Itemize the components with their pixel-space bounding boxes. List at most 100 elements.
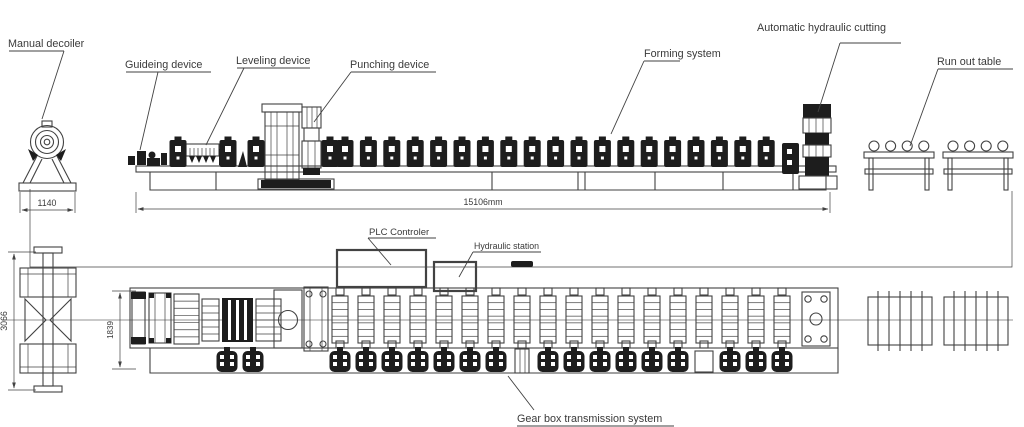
forming-station-plan (381, 287, 403, 372)
label-auto-cutting: Automatic hydraulic cutting (757, 22, 886, 34)
dimension-decoiler-length: 3066 (0, 251, 36, 391)
runout-roller (947, 140, 959, 152)
gearbox (537, 351, 559, 372)
gearbox (771, 351, 793, 372)
roller-ladder (565, 295, 583, 344)
leveling-device-plan (131, 291, 282, 345)
roller-ladder (383, 295, 401, 344)
label-manual-decoiler: Manual decoiler (8, 38, 85, 50)
roller-stand (593, 140, 611, 167)
gearbox (381, 351, 403, 372)
dim-decoiler-length: 3066 (0, 311, 9, 331)
roller-stand (476, 140, 494, 167)
cutting-device-side (782, 104, 838, 190)
roller-ladder (643, 295, 661, 344)
roller-ladder (513, 295, 531, 344)
gearbox (719, 351, 741, 372)
forming-stations-plan (329, 287, 793, 374)
roller-stand (640, 140, 658, 167)
leveler-gearboxes (216, 347, 264, 372)
forming-station-plan (563, 287, 585, 372)
runout-tables-plan (867, 291, 1009, 351)
machine-body-plan (129, 287, 839, 374)
roller-ladder (173, 293, 200, 345)
callout-punching-device: Punching device (313, 59, 436, 123)
roller-stand (430, 140, 448, 167)
punching-device-side (257, 103, 335, 190)
forming-station-plan (694, 287, 714, 373)
guiding-device-side (128, 151, 167, 166)
gearbox (615, 351, 637, 372)
dimension-line-length: 15106mm (135, 192, 831, 213)
forming-station-plan (407, 287, 429, 372)
hydraulic-station: Hydraulic station (432, 241, 541, 293)
roller-stand (547, 140, 565, 167)
gearbox (667, 351, 689, 372)
roller-stand (570, 140, 588, 167)
forming-station-plan (719, 287, 741, 372)
roller-stand (664, 140, 682, 167)
forming-station-plan (433, 287, 455, 372)
dim-machine-width: 1839 (106, 321, 115, 339)
runout-roller (918, 140, 930, 152)
plan-view: 3066 1839 (0, 246, 1013, 427)
forming-station-plan (667, 287, 689, 372)
roller-ladder (695, 295, 713, 344)
gearbox (563, 351, 585, 372)
decoiler-side-view (18, 120, 77, 192)
runout-table-side (942, 140, 1014, 191)
roller-ladder (331, 295, 349, 344)
forming-station-plan (589, 287, 611, 372)
forming-station-plan (329, 287, 351, 372)
roller-ladder (487, 295, 505, 344)
callout-leveling-device: Leveling device (205, 55, 310, 146)
roller-stand (247, 140, 265, 167)
roller-stand (321, 140, 339, 167)
roller-stand (500, 140, 518, 167)
forming-station-plan (513, 287, 531, 374)
label-hydraulic-station: Hydraulic station (474, 241, 539, 251)
dimension-decoiler-width: 1140 (19, 192, 76, 213)
roller-ladder (721, 295, 739, 344)
roller-stand (406, 140, 424, 167)
label-gearbox: Gear box transmission system (517, 413, 662, 425)
runout-roller (997, 140, 1009, 152)
callout-gearbox: Gear box transmission system (507, 375, 674, 427)
punching-device-plan (273, 286, 329, 352)
forming-system-stands (336, 136, 775, 167)
roller-stand (383, 140, 401, 167)
label-punching-device: Punching device (350, 59, 429, 71)
dim-decoiler-width: 1140 (38, 198, 57, 208)
runout-tables-side (863, 140, 1014, 191)
decoiler-plan-view (19, 246, 77, 393)
callout-run-out-table: Run out table (909, 56, 1013, 147)
runout-table-plan (943, 291, 1009, 351)
roller-ladder (669, 295, 687, 344)
roller-stand (169, 140, 187, 167)
gearbox (407, 351, 429, 372)
callout-manual-decoiler: Manual decoiler (8, 38, 85, 120)
side-elevation-view: 1140 (8, 22, 1014, 213)
forming-station-plan (745, 287, 767, 372)
forming-station-plan (537, 287, 559, 372)
roller-ladder (357, 295, 375, 344)
cutting-device-plan (801, 291, 831, 347)
material-flow-line (29, 189, 1013, 268)
leveling-device-side (182, 143, 247, 167)
runout-roller (980, 140, 992, 152)
machine-base (135, 165, 837, 191)
middle-links: PLC Controler Hydraulic station (29, 189, 1013, 293)
drive-box (514, 348, 530, 374)
roller-stand (617, 140, 635, 167)
dimension-machine-width: 1839 (106, 290, 136, 370)
gearbox (242, 351, 264, 372)
runout-roller (964, 140, 976, 152)
runout-table-plan (867, 291, 933, 351)
roller-ladder (435, 295, 453, 344)
gearbox (216, 351, 238, 372)
roller-stand (359, 140, 377, 167)
roller-stand (336, 140, 354, 167)
roller-ladder (591, 295, 609, 344)
callout-auto-cutting: Automatic hydraulic cutting (757, 22, 901, 113)
